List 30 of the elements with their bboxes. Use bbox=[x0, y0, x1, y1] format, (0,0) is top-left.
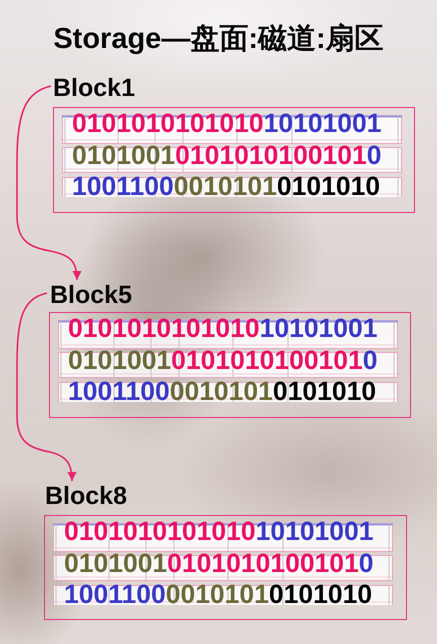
binary-digits: 0 bbox=[358, 548, 374, 578]
binary-digits: 0101001 bbox=[72, 140, 176, 170]
binary-digits: 0101010 bbox=[272, 376, 376, 406]
binary-digits: 0 bbox=[362, 345, 378, 375]
binary-digits: 0010101 bbox=[174, 171, 277, 201]
binary-digits: 0101010 bbox=[268, 579, 372, 609]
binary-digits: 1001100 bbox=[64, 579, 166, 609]
binary-digits: 0101001 bbox=[68, 345, 172, 375]
block-label: Block5 bbox=[50, 283, 132, 307]
block-label: Block8 bbox=[45, 484, 127, 508]
block-label: Block1 bbox=[53, 76, 135, 100]
binary-digits: 0101010101010 bbox=[64, 516, 256, 546]
curved-arrow bbox=[16, 85, 82, 280]
binary-digits: 1001100 bbox=[72, 171, 174, 201]
binary-digits: 0101010101010 bbox=[72, 108, 264, 138]
binary-digits: 0 bbox=[366, 140, 382, 170]
curved-arrow bbox=[16, 292, 76, 482]
binary-digits: 1001100 bbox=[68, 376, 170, 406]
binary-digits: 10101001 bbox=[264, 108, 382, 138]
binary-digits: 10101001 bbox=[256, 516, 374, 546]
title: Storage—盘面:磁道:扇区 bbox=[53, 22, 384, 57]
binary-digits: 0010101 bbox=[170, 376, 273, 406]
binary-digits: 0101010101010 bbox=[68, 313, 260, 343]
binary-digits: 0101001 bbox=[64, 548, 168, 578]
binary-digits: 0010101 bbox=[166, 579, 269, 609]
binary-digits: 10101001 bbox=[260, 313, 378, 343]
binary-digits: 0101010 bbox=[276, 171, 380, 201]
binary-digits: 0101010100101 bbox=[171, 345, 363, 375]
binary-digits: 0101010100101 bbox=[167, 548, 359, 578]
binary-digits: 0101010100101 bbox=[175, 140, 367, 170]
